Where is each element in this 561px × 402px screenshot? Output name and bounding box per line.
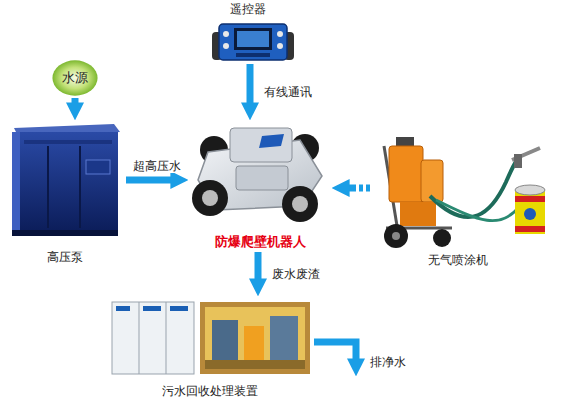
- edge-label: 废水废渣: [270, 267, 322, 281]
- pump-illustration: [12, 124, 120, 236]
- flow-arrow: [126, 177, 174, 184]
- robot-node: 防爆爬壁机器人: [190, 122, 330, 250]
- flow-arrow: [255, 252, 262, 282]
- sprayer-node: 无气喷涂机: [372, 135, 544, 267]
- node-text: 无气喷涂机: [428, 253, 488, 267]
- treatment-node: 污水回收处理装置: [108, 298, 312, 398]
- flow-arrow: [346, 185, 370, 192]
- node-text: 遥控器: [230, 2, 266, 16]
- node-text: 高压泵: [47, 250, 83, 264]
- pump-node: 高压泵: [6, 122, 124, 264]
- outlet-arrow: [314, 342, 356, 362]
- outlet-label: 排净水: [368, 355, 408, 369]
- flow-arrow: [247, 64, 254, 106]
- flow-arrow: [72, 98, 79, 106]
- edge-label: 有线通讯: [262, 85, 314, 99]
- edge-label: 超高压水: [131, 159, 183, 173]
- node-text: 防爆爬壁机器人: [215, 234, 306, 250]
- remote-node: 遥控器: [207, 2, 289, 62]
- node-text: 污水回收处理装置: [162, 384, 258, 398]
- treatment-device-illustration: [112, 302, 310, 374]
- sprayer-illustration: [384, 137, 545, 248]
- node-text: 水源: [62, 70, 88, 86]
- robot-illustration: [192, 128, 322, 222]
- source-circle: 水源: [52, 60, 98, 96]
- remote-illustration: [212, 24, 294, 60]
